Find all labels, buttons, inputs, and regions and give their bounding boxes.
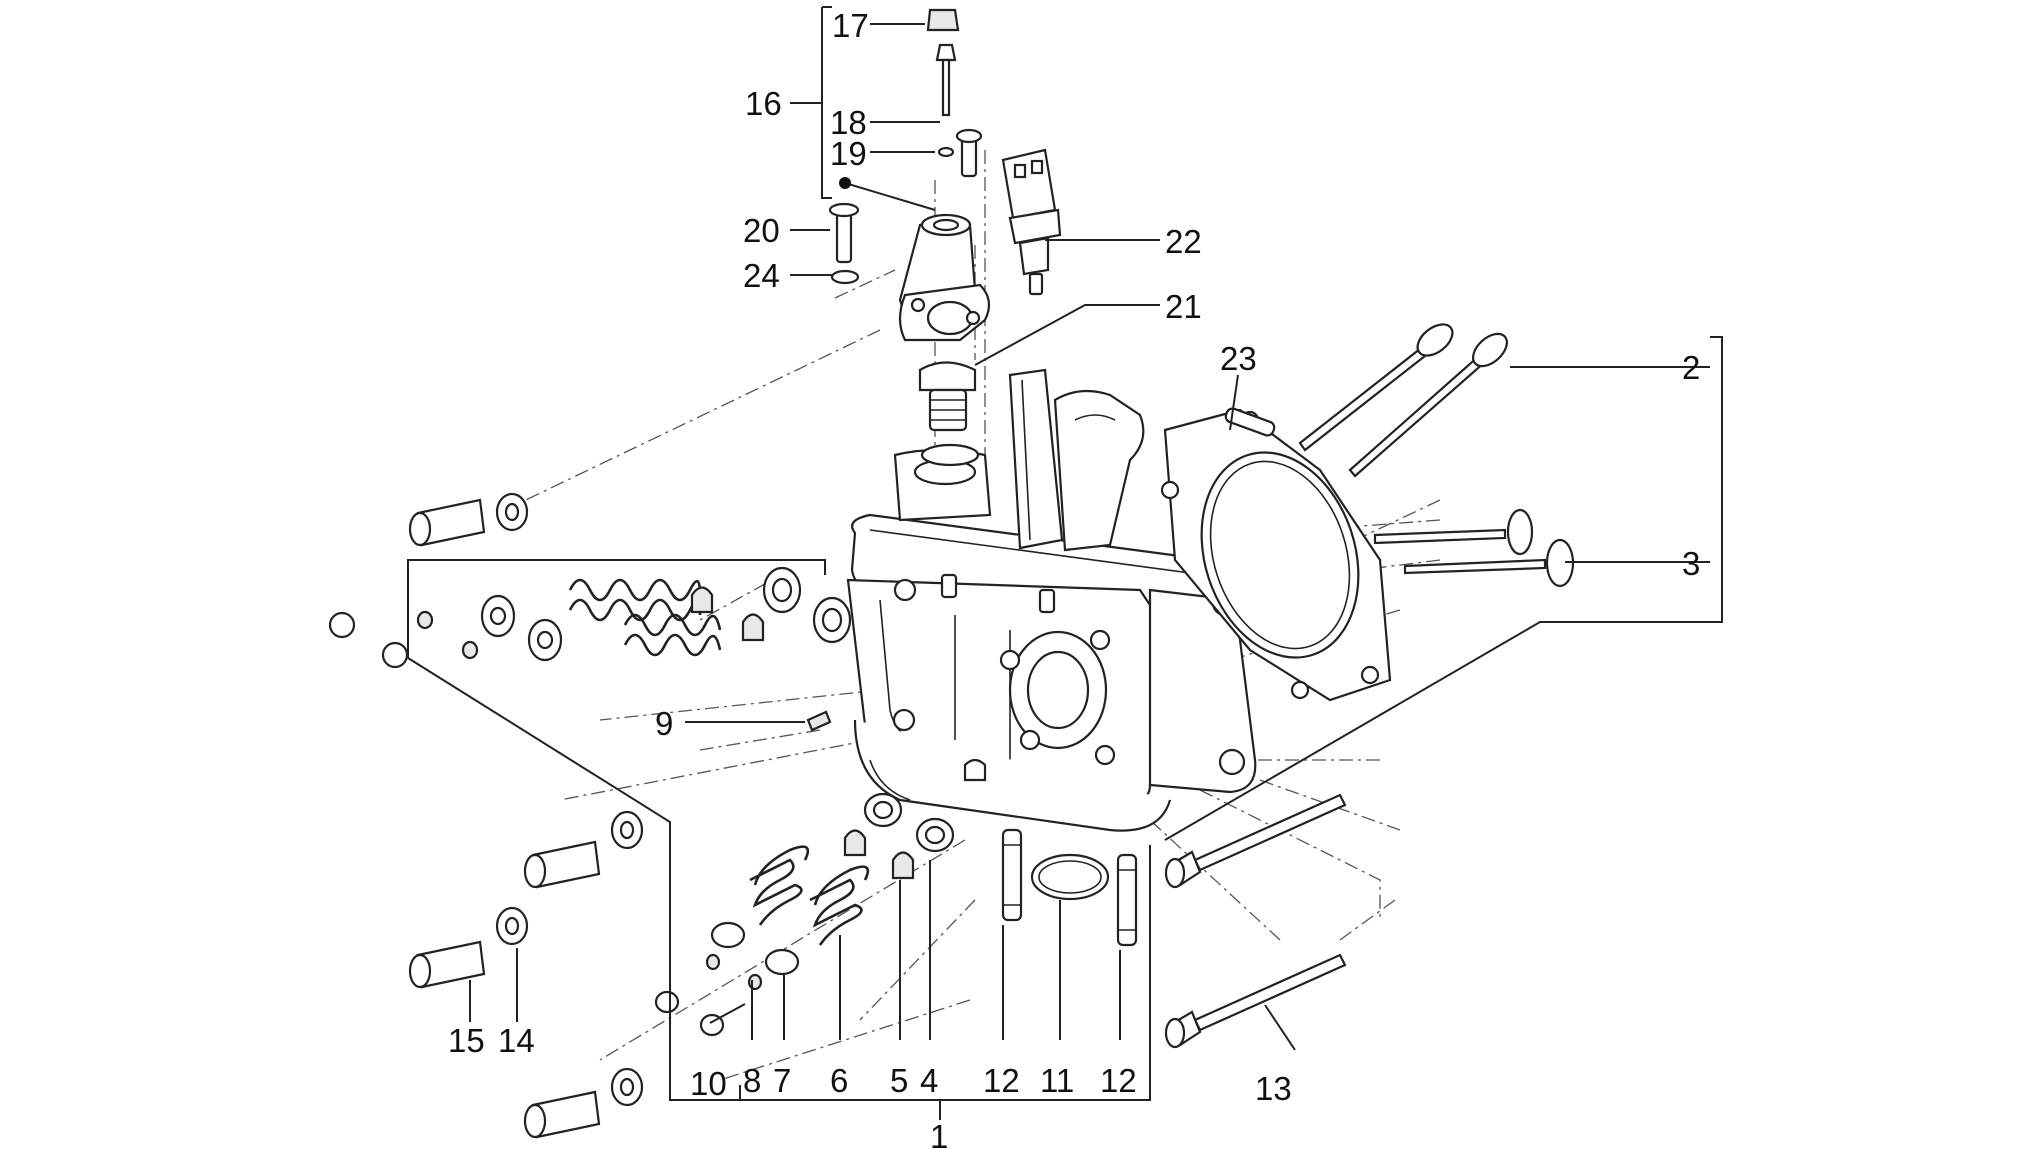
- label-12-right: 12: [1100, 1062, 1137, 1099]
- label-19: 19: [830, 135, 867, 172]
- label-17: 17: [832, 7, 869, 44]
- label-14: 14: [498, 1022, 535, 1059]
- label-2: 2: [1682, 349, 1700, 386]
- label-20: 20: [743, 212, 780, 249]
- label-3: 3: [1682, 545, 1700, 582]
- label-16: 16: [745, 85, 782, 122]
- label-6: 6: [830, 1062, 848, 1099]
- label-8: 8: [743, 1062, 761, 1099]
- label-11: 11: [1040, 1062, 1074, 1099]
- label-9: 9: [655, 705, 673, 742]
- label-23: 23: [1220, 340, 1257, 377]
- label-1: 1: [930, 1118, 948, 1149]
- valve-springs-upper: [328, 566, 852, 732]
- label-13: 13: [1255, 1070, 1292, 1107]
- label-18: 18: [830, 104, 867, 141]
- dowels-oring-bolts: [1001, 793, 1347, 1049]
- head-gasket: [1160, 407, 1392, 702]
- cylinder-head: [846, 368, 1257, 832]
- label-22: 22: [1165, 223, 1202, 260]
- callout-labels: 17 16 18 19 20 24 22 21 23 2 3 9 13 15 1…: [448, 7, 1700, 1149]
- cylinder-sleeves: [408, 492, 644, 1139]
- label-10: 10: [690, 1065, 727, 1102]
- label-4: 4: [920, 1062, 938, 1099]
- label-24: 24: [743, 257, 780, 294]
- label-21: 21: [1165, 288, 1202, 325]
- label-7: 7: [773, 1062, 791, 1099]
- label-12-left: 12: [983, 1062, 1020, 1099]
- label-15: 15: [448, 1022, 485, 1059]
- leader-lines: [469, 23, 1675, 1051]
- intake-exhaust-valves: [1298, 323, 1575, 588]
- thermostat-housing: [828, 8, 1062, 467]
- label-5: 5: [890, 1062, 908, 1099]
- valve-springs-lower: [654, 792, 955, 1037]
